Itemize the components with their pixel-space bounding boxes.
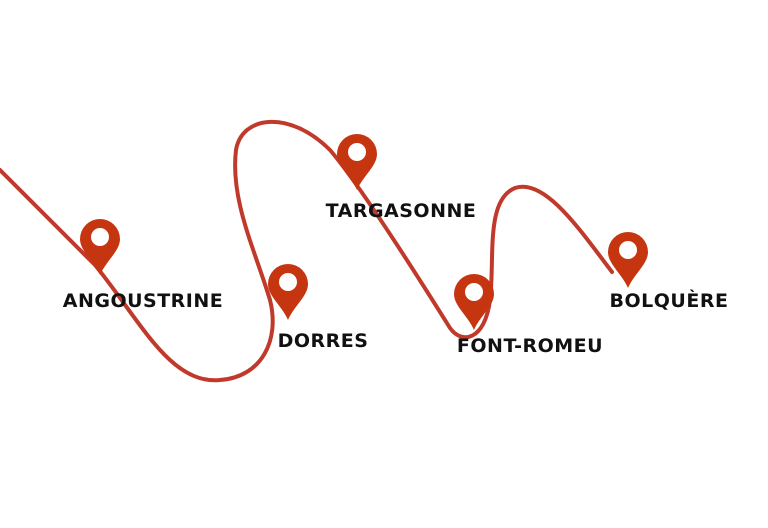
- stop-label-font-romeu: FONT-ROMEU: [456, 335, 604, 357]
- map-pin-icon: [337, 134, 377, 190]
- stop-label-dorres: DORRES: [277, 330, 369, 352]
- map-pin-icon: [608, 232, 648, 288]
- stop-label-angoustrine: ANGOUSTRINE: [62, 290, 224, 312]
- stop-label-targasonne: TARGASONNE: [325, 200, 477, 222]
- map-pin-icon: [80, 219, 120, 275]
- map-pin-icon: [268, 264, 308, 320]
- route-path: [0, 119, 614, 383]
- stop-label-bolquere: BOLQUÈRE: [609, 290, 729, 312]
- map-pin-icon: [454, 274, 494, 330]
